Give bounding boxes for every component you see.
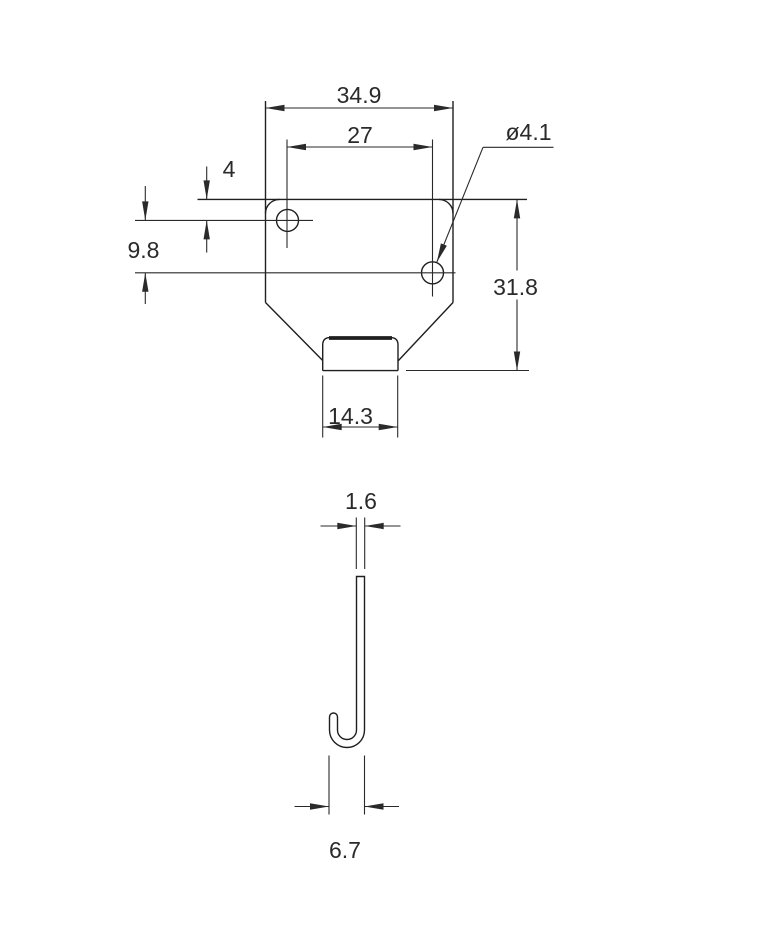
dim-overall-height: 31.8 [406, 199, 538, 372]
leader-line [436, 147, 484, 263]
dim-hook-depth: 6.7 [294, 755, 399, 863]
dim-hole-spacing: 27 [287, 122, 433, 151]
dim-hole-vertical-offset-label: 9.8 [128, 237, 160, 263]
front-view: 34.9 27 4 9.8 31.8 [128, 82, 554, 438]
dim-top-to-hole: 4 [203, 156, 236, 253]
mounting-hole-right [135, 139, 456, 297]
mounting-hole-left [135, 139, 313, 248]
bottom-tab-outline [322, 336, 399, 371]
hook-profile-outline [328, 575, 366, 749]
dim-overall-height-label: 31.8 [493, 274, 538, 300]
dim-material-thickness-label: 1.6 [345, 488, 377, 514]
dim-material-thickness: 1.6 [320, 488, 401, 569]
plate-outline [197, 101, 527, 372]
side-view: 1.6 6.7 [294, 488, 401, 863]
hole-diameter-callout: ø4.1 [436, 119, 554, 263]
dim-hook-depth-label: 6.7 [329, 837, 361, 863]
plate-top-right-corner-fillet [438, 198, 454, 214]
dim-top-to-hole-label: 4 [223, 156, 236, 182]
dim-hole-vertical-offset: 9.8 [128, 186, 160, 304]
dim-hole-spacing-label: 27 [347, 122, 373, 148]
dim-overall-width-label: 34.9 [337, 82, 382, 108]
dim-overall-width: 34.9 [265, 82, 453, 112]
plate-left-chamfer-edge [265, 302, 324, 361]
plate-top-left-corner-fillet [264, 198, 280, 214]
dim-tab-width-label: 14.3 [328, 403, 373, 429]
hole-diameter-label: ø4.1 [505, 119, 551, 145]
dim-tab-width: 14.3 [322, 375, 399, 438]
plate-right-chamfer-edge [397, 302, 454, 362]
